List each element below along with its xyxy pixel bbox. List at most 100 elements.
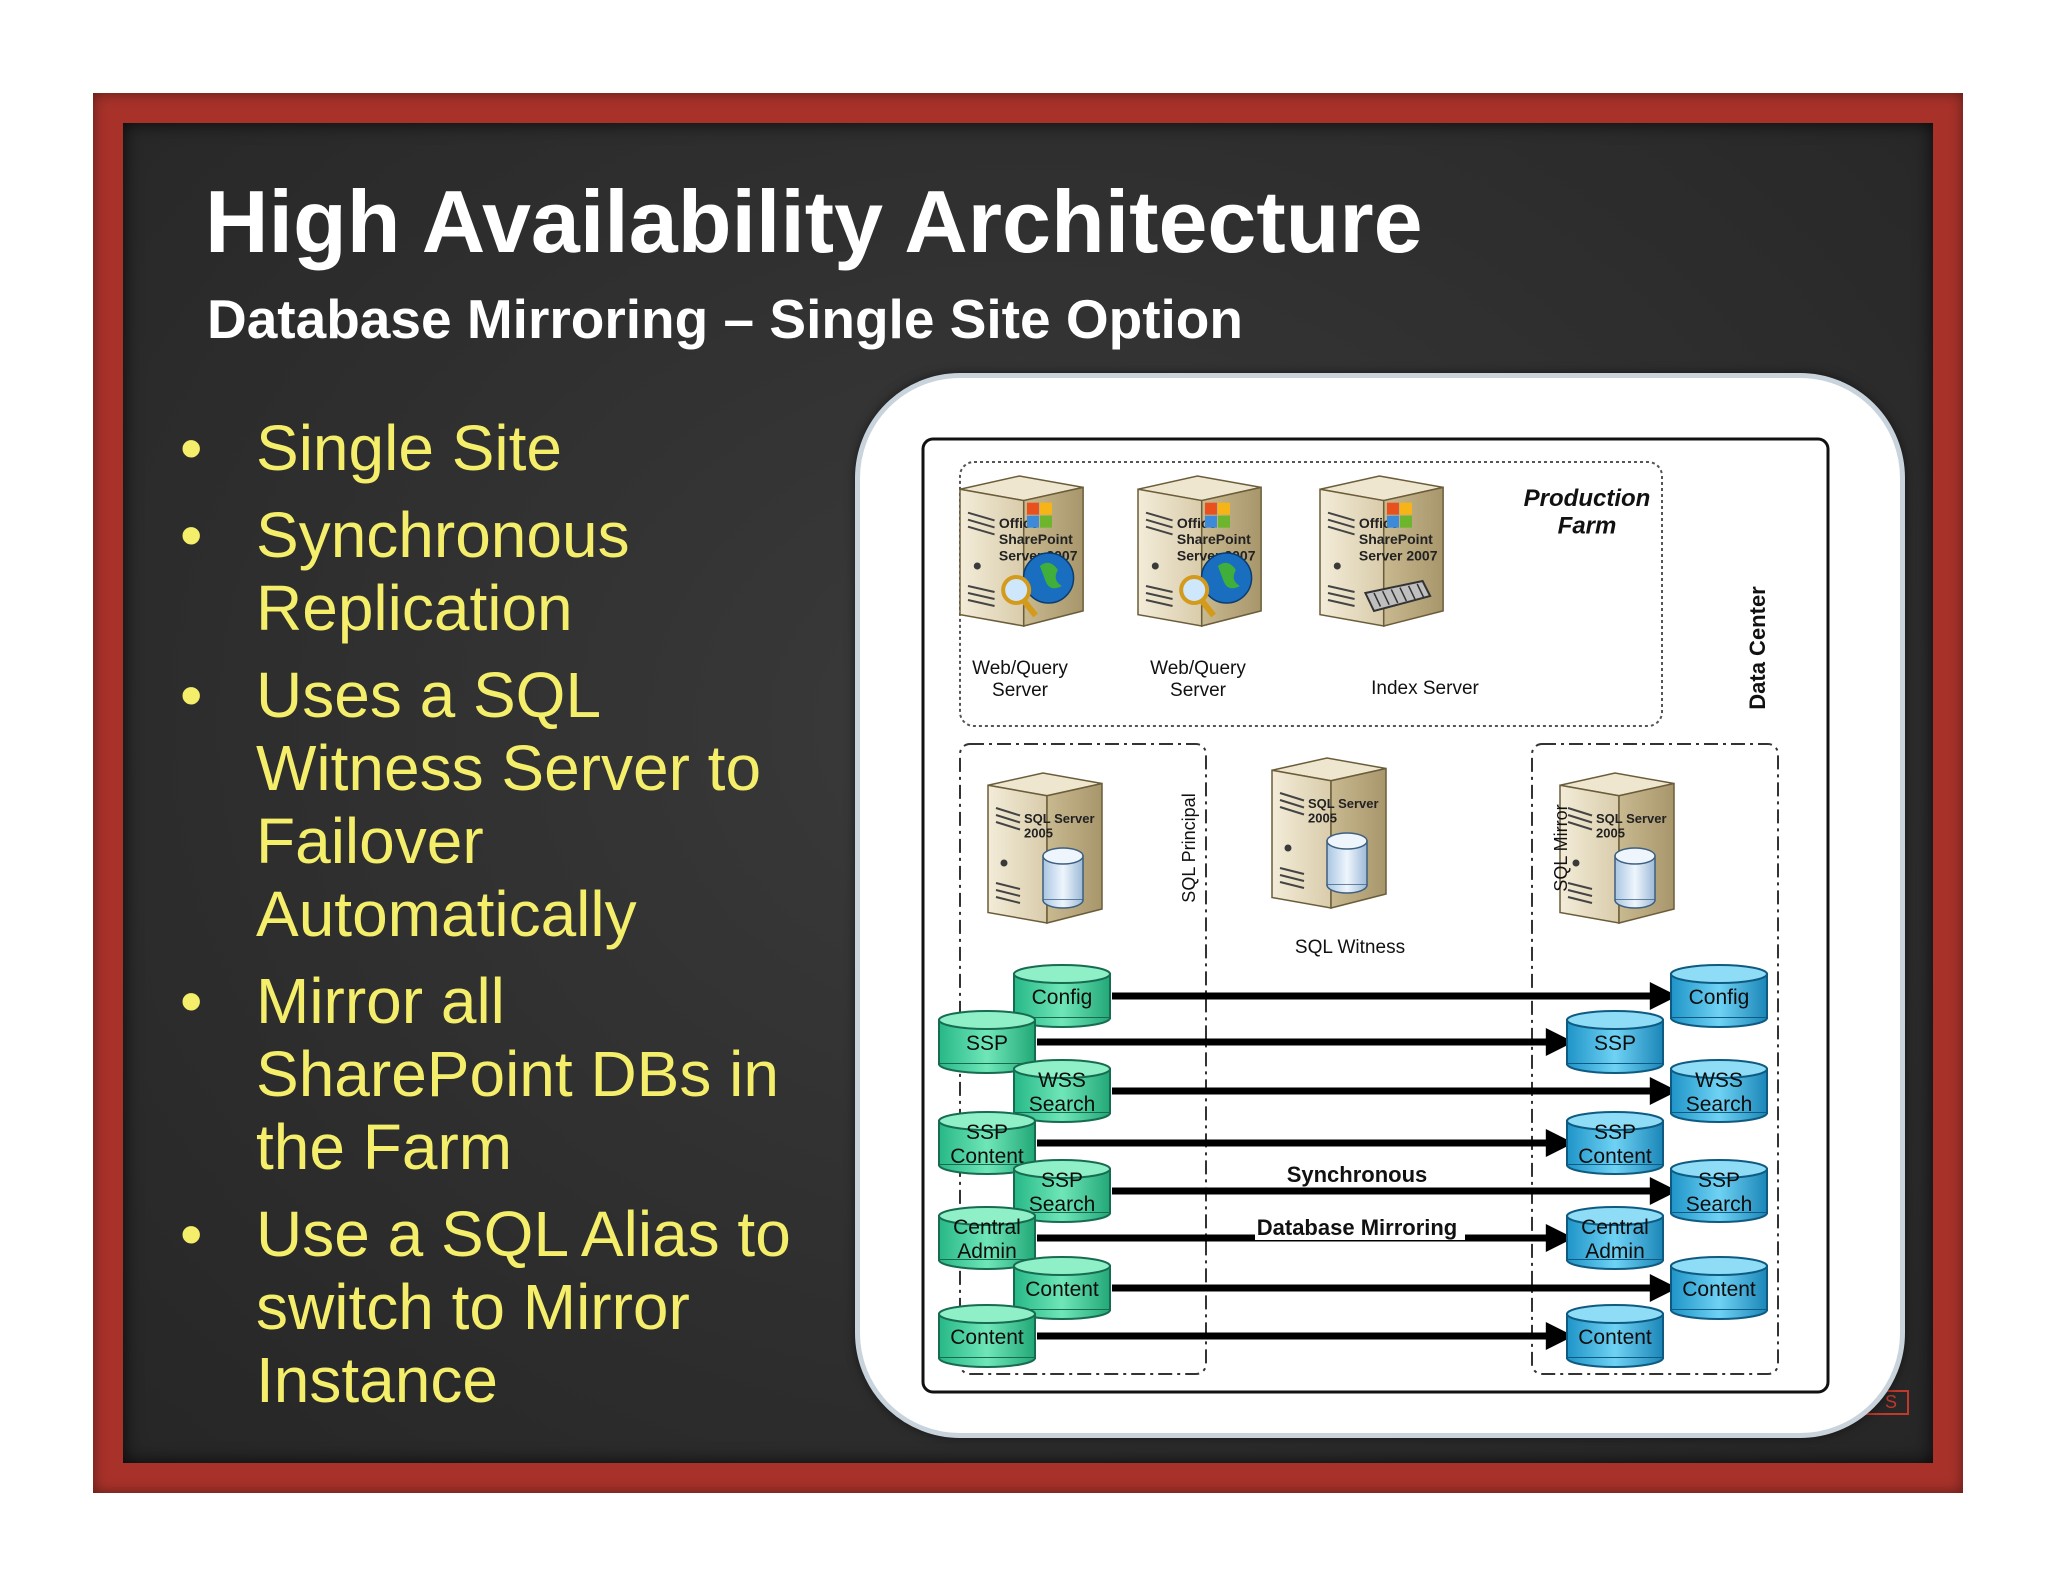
bullet-text-line: the Farm <box>256 1111 513 1183</box>
label-line: SQL Mirror <box>1551 804 1571 891</box>
sql-principal-label: SQL Principal <box>1179 793 1199 902</box>
principal-database: Config <box>1013 964 1111 1028</box>
label-line: WSS <box>1695 1069 1743 1092</box>
bullet-item: • Single Site <box>180 412 860 485</box>
bullet-text-line: Uses a SQL <box>256 659 602 731</box>
bullet-text-line: Replication <box>256 572 573 644</box>
bullet-text-line: Use a SQL Alias to <box>256 1198 791 1270</box>
bullet-text-line: Automatically <box>256 878 637 950</box>
label-line: Production <box>1524 485 1651 512</box>
sql-mirror-zone <box>1531 743 1779 1375</box>
label-line: WSS <box>1038 1069 1086 1092</box>
label-line: Config <box>1032 986 1093 1009</box>
bullet-text-line: Single Site <box>256 412 562 484</box>
label-line: SSP <box>1594 1032 1636 1055</box>
label-line: Server <box>992 680 1049 701</box>
label-line: SSP <box>1698 1169 1740 1192</box>
mirror-database: Config <box>1670 964 1768 1028</box>
label-line: Admin <box>957 1240 1017 1263</box>
sql-mirror-label: SQL Mirror <box>1551 804 1571 891</box>
slide-subtitle: Database Mirroring – Single Site Option <box>207 288 1244 350</box>
label-line: Index Server <box>1371 678 1479 699</box>
bullet-marker: • <box>180 1198 203 1270</box>
magnifier-icon <box>1179 575 1210 605</box>
label-line: Search <box>1029 1193 1096 1216</box>
label-line: Web/Query <box>1150 658 1246 679</box>
data-center-boundary <box>921 437 1830 1394</box>
principal-database: Content <box>938 1304 1036 1368</box>
label-line: SSP <box>966 1121 1008 1144</box>
label-line: SQL Principal <box>1179 793 1199 902</box>
principal-database: SSP <box>938 1010 1036 1074</box>
label-line: Content <box>1682 1278 1756 1301</box>
label-line: Content <box>1025 1278 1099 1301</box>
mirroring-label-line1: Synchronous <box>1287 1162 1428 1187</box>
principal-database: Content <box>1013 1256 1111 1320</box>
mirror-database: SSP <box>1566 1010 1664 1074</box>
sql-witness-label: SQL Witness <box>1295 937 1405 958</box>
label-line: Content <box>950 1145 1024 1168</box>
bullet-text-line: Failover <box>256 805 484 877</box>
bullet-text-line: Mirror all <box>256 965 505 1037</box>
label-line: Central <box>953 1216 1021 1239</box>
bullet-text-line: SharePoint DBs in <box>256 1038 779 1110</box>
magnifier-icon <box>1001 575 1032 605</box>
label-line: Content <box>1578 1145 1652 1168</box>
label-line: SSP <box>966 1032 1008 1055</box>
bullet-marker: • <box>180 412 203 484</box>
bullet-marker: • <box>180 499 203 571</box>
database-label: Content <box>1025 1278 1099 1301</box>
database-label: SSP <box>966 1032 1008 1055</box>
label-line: Farm <box>1558 513 1617 540</box>
bullet-text-line: Instance <box>256 1344 498 1416</box>
database-label: Content <box>1578 1326 1652 1349</box>
production-farm-boundary <box>959 461 1663 727</box>
database-label: Config <box>1032 986 1093 1009</box>
label-line: SQL Witness <box>1295 937 1405 958</box>
data-center-label: Data Center <box>1745 586 1770 710</box>
bullet-text-line: Synchronous <box>256 499 630 571</box>
label-line: Search <box>1686 1193 1753 1216</box>
label-line: Admin <box>1585 1240 1645 1263</box>
index-tray-icon <box>1363 579 1432 613</box>
label-line: Central <box>1581 1216 1649 1239</box>
database-label: Content <box>950 1326 1024 1349</box>
label-line: Data Center <box>1745 586 1770 710</box>
label-line: Content <box>1578 1326 1652 1349</box>
bullet-marker: • <box>180 659 203 731</box>
bullet-marker: • <box>180 965 203 1037</box>
database-label: Config <box>1689 986 1750 1009</box>
